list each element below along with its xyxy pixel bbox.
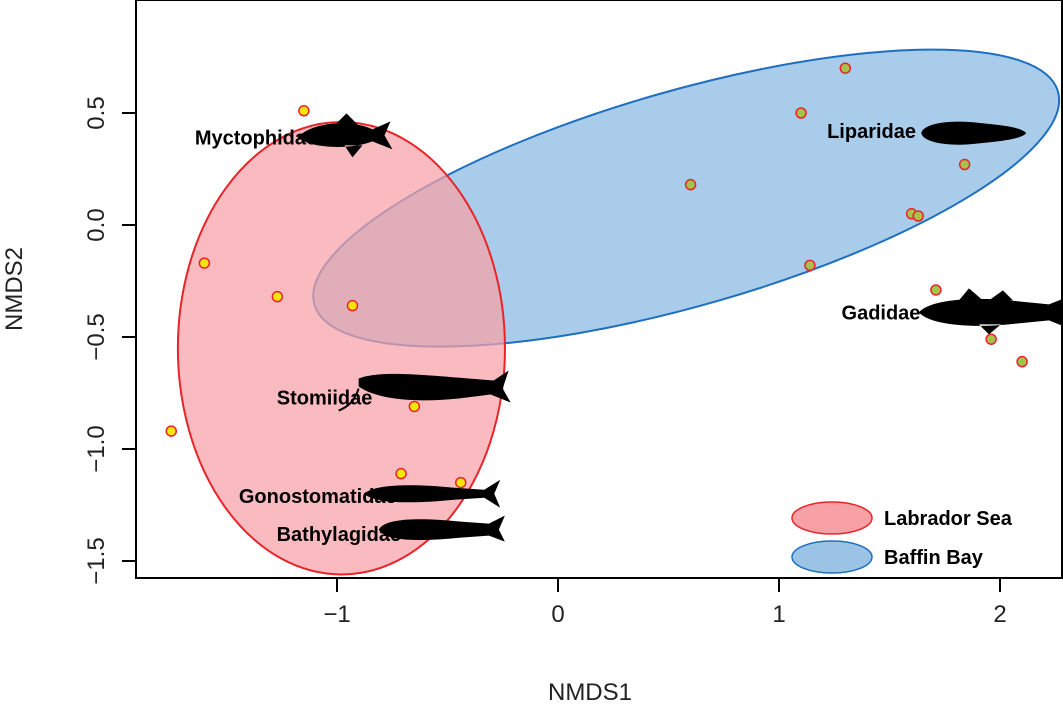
stomiidae-fish-icon bbox=[338, 370, 511, 412]
liparidae-fish-icon bbox=[921, 121, 1027, 145]
labrador-sea-point-5 bbox=[408, 400, 421, 413]
baffin-bay-point-9 bbox=[1016, 355, 1028, 368]
baffin-bay-point-0 bbox=[839, 62, 852, 74]
label-stomiidae: Stomiidae bbox=[277, 387, 373, 409]
x-tick-label-1: 0 bbox=[551, 601, 564, 628]
baffin-bay-point-3 bbox=[958, 158, 971, 171]
data-points bbox=[165, 62, 1028, 489]
x-axis-title: NMDS1 bbox=[548, 679, 632, 706]
label-gadidae: Gadidae bbox=[842, 302, 921, 324]
baffin-bay-point-8 bbox=[985, 333, 997, 345]
label-bathylagidae: Bathylagidae bbox=[277, 524, 401, 546]
y-tick-label-1: −1.0 bbox=[83, 425, 110, 472]
labrador-sea-point-0 bbox=[298, 105, 310, 117]
bathylagidae-fish-icon bbox=[378, 515, 505, 542]
baffin-bay-point-5 bbox=[912, 210, 924, 222]
labrador-sea-point-2 bbox=[271, 290, 284, 303]
x-tick-label-2: 1 bbox=[772, 601, 785, 628]
baffin-bay-point-1 bbox=[795, 107, 807, 119]
x-tick-label-3: 2 bbox=[993, 601, 1006, 628]
fish-silhouettes bbox=[297, 113, 1063, 542]
family-labels: Myctophidae Liparidae Gadidae Stomiidae … bbox=[195, 121, 921, 546]
baffin-bay-point-6 bbox=[804, 259, 816, 272]
y-tick-label-2: −0.5 bbox=[83, 313, 110, 360]
y-tick-label-4: 0.5 bbox=[83, 96, 110, 129]
legend: Labrador Sea Baffin Bay bbox=[791, 501, 1013, 574]
y-tick-label-3: 0.0 bbox=[83, 208, 110, 241]
x-tick-label-0: −1 bbox=[323, 601, 350, 628]
baffin-bay-point-2 bbox=[684, 178, 697, 191]
label-liparidae: Liparidae bbox=[827, 121, 916, 143]
legend-swatch-baffin-bay bbox=[791, 540, 873, 574]
labrador-sea-point-7 bbox=[455, 476, 467, 489]
baffin-bay-point-7 bbox=[930, 284, 942, 296]
y-axis-title: NMDS2 bbox=[1, 247, 28, 331]
gonostomatidae-fish-icon bbox=[364, 479, 501, 508]
y-axis: −1.5 −1.0 −0.5 0.0 0.5 bbox=[83, 96, 137, 585]
label-gonostomatidae: Gonostomatidae bbox=[239, 486, 397, 508]
legend-label-baffin-bay: Baffin Bay bbox=[884, 547, 984, 569]
label-myctophidae: Myctophidae bbox=[195, 128, 317, 150]
labrador-sea-point-1 bbox=[198, 257, 211, 269]
myctophidae-fish-icon bbox=[297, 113, 393, 158]
legend-swatch-labrador-sea bbox=[791, 501, 873, 535]
y-tick-label-0: −1.5 bbox=[83, 537, 110, 584]
labrador-sea-point-6 bbox=[395, 467, 407, 480]
legend-label-labrador-sea: Labrador Sea bbox=[884, 508, 1013, 530]
x-axis: −1 0 1 2 bbox=[323, 577, 1007, 628]
gadidae-fish-icon bbox=[918, 288, 1063, 335]
labrador-sea-point-3 bbox=[346, 299, 359, 312]
labrador-sea-point-4 bbox=[165, 425, 177, 437]
